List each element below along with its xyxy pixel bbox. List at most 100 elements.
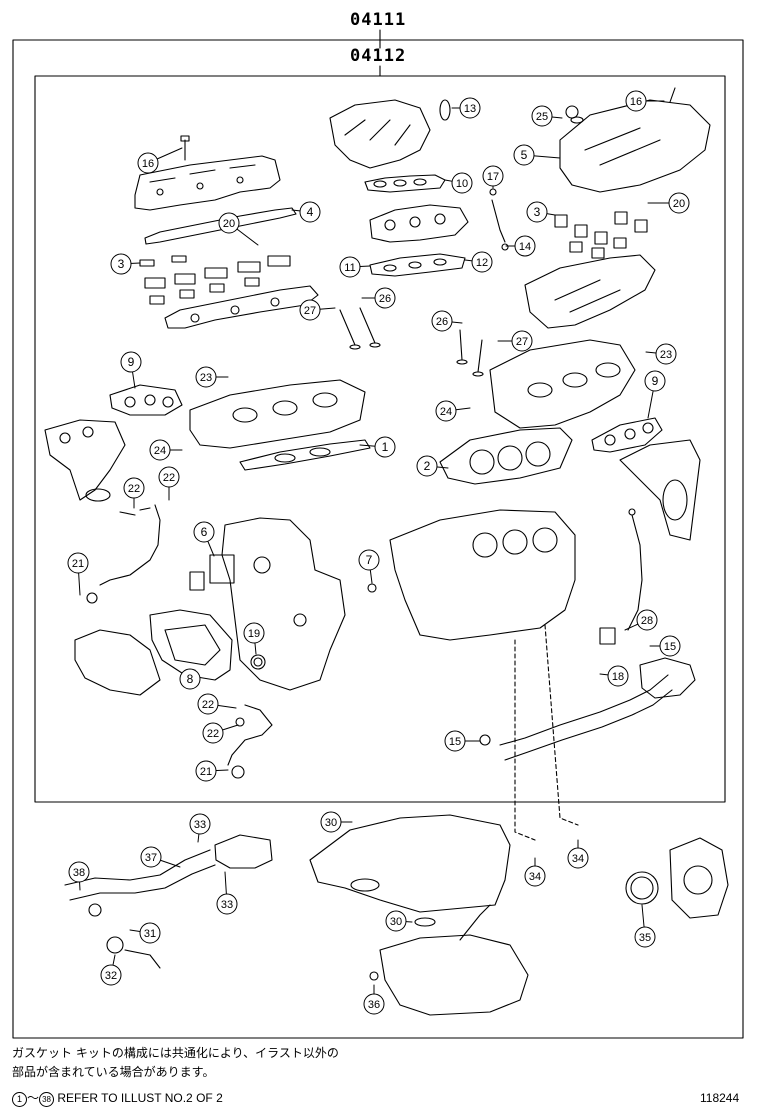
valves-left-bank xyxy=(339,307,381,350)
callout-badge xyxy=(299,299,321,321)
callout-number-c34b: 34 xyxy=(572,853,584,865)
callout-number-c5: 5 xyxy=(521,148,528,162)
callout-badge xyxy=(524,865,546,887)
oil-level-gauge-guide xyxy=(627,508,643,631)
callout-number-c34a: 34 xyxy=(529,871,541,883)
cylinder-head-left xyxy=(189,379,366,449)
gasket-kit-note-line2: 部品が含まれている場合があります。 xyxy=(12,1065,215,1079)
cam-bearing-caps-right xyxy=(554,211,648,259)
outer-kit-frame xyxy=(12,39,744,1039)
callout-badge xyxy=(655,343,677,365)
callout-badge xyxy=(567,847,589,869)
callout-number-c17: 17 xyxy=(487,171,499,183)
callout-number-c6: 6 xyxy=(201,525,208,539)
callout-number-c14: 14 xyxy=(519,241,531,253)
valve-cover-gasket-left xyxy=(144,207,297,245)
callout-badge xyxy=(374,287,396,309)
callout-badge xyxy=(358,549,380,571)
callout-badge xyxy=(435,400,457,422)
callout-badge xyxy=(644,370,666,392)
callout-number-c26b: 26 xyxy=(436,316,448,328)
callout-badge xyxy=(179,668,201,690)
camshaft-housing-left xyxy=(164,285,319,329)
callout-badge xyxy=(68,861,90,883)
oil-level-gauge-o-ring xyxy=(599,627,616,645)
water-outlet-cover xyxy=(214,834,273,869)
water-outlet-pipe xyxy=(479,674,673,761)
callout-number-c28: 28 xyxy=(641,615,653,627)
callout-number-c35: 35 xyxy=(639,932,651,944)
callout-number-c3a: 3 xyxy=(118,257,125,271)
callout-number-c24a: 24 xyxy=(154,445,166,457)
exhaust-manifold-gasket-left xyxy=(109,384,183,416)
oil-filler-cap-gasket xyxy=(570,116,584,124)
timing-cover-gasket xyxy=(149,609,233,681)
crank-front-seal xyxy=(250,654,266,670)
callout-badge xyxy=(416,455,438,477)
callout-badge xyxy=(471,251,493,273)
callout-badge xyxy=(189,813,211,835)
callout-badge xyxy=(218,212,240,234)
callout-number-c9b: 9 xyxy=(652,374,659,388)
callout-number-c26a: 26 xyxy=(379,293,391,305)
callout-number-c22b: 22 xyxy=(163,472,175,484)
water-inlet-gasket xyxy=(189,554,235,591)
callout-badge xyxy=(123,477,145,499)
callout-number-c7: 7 xyxy=(366,553,373,567)
callout-number-c8: 8 xyxy=(187,672,194,686)
callout-number-c37: 37 xyxy=(145,852,157,864)
intake-manifold xyxy=(369,204,469,243)
callout-badge xyxy=(67,552,89,574)
plenum-gasket xyxy=(364,174,446,193)
plenum-o-ring xyxy=(439,99,451,121)
callout-number-c12: 12 xyxy=(476,257,488,269)
callout-badge xyxy=(197,693,219,715)
callout-badge xyxy=(299,201,321,223)
callout-badge xyxy=(511,330,533,352)
spark-plug-tube-gasket-left xyxy=(139,255,187,267)
callout-badge xyxy=(363,993,385,1015)
callout-number-c4: 4 xyxy=(307,205,314,219)
ref-illust-text: REFER TO ILLUST NO.2 OF 2 xyxy=(57,1091,223,1105)
callout-badge xyxy=(513,144,535,166)
callout-badge xyxy=(431,310,453,332)
intake-manifold-gasket xyxy=(369,253,466,277)
callout-badge xyxy=(607,665,629,687)
callout-badge xyxy=(531,105,553,127)
callout-number-c13: 13 xyxy=(464,103,476,115)
rear-oil-seal-retainer xyxy=(669,837,729,919)
catalog-number: 118244 xyxy=(700,1091,740,1105)
callout-number-c36: 36 xyxy=(368,999,380,1011)
callout-number-c33a: 33 xyxy=(194,819,206,831)
cylinder-block xyxy=(389,509,576,641)
oil-strainer-gasket xyxy=(414,917,436,927)
callout-number-c23a: 23 xyxy=(200,372,212,384)
ref-range-start-badge: 1 xyxy=(12,1092,27,1107)
drain-plug-gasket xyxy=(369,971,379,981)
callout-badge xyxy=(374,436,396,458)
valve-cover-bolt-left xyxy=(180,135,190,161)
water-bypass-pipe-left xyxy=(86,504,161,604)
callout-number-c25: 25 xyxy=(536,111,548,123)
water-pump-left xyxy=(74,629,161,696)
callout-number-c15b: 15 xyxy=(664,641,676,653)
callout-badge xyxy=(385,910,407,932)
callout-number-c27a: 27 xyxy=(304,305,316,317)
callout-badge xyxy=(120,351,142,373)
callout-badge xyxy=(668,192,690,214)
callout-number-c16b: 16 xyxy=(630,96,642,108)
callout-number-c38: 38 xyxy=(73,867,85,879)
callout-badge xyxy=(216,893,238,915)
callout-badge xyxy=(139,922,161,944)
callout-number-c16a: 16 xyxy=(142,158,154,170)
exhaust-manifold-left xyxy=(44,419,126,502)
callout-badge xyxy=(634,926,656,948)
callout-number-c20a: 20 xyxy=(223,218,235,230)
callout-badge xyxy=(193,521,215,543)
callout-number-c33b: 33 xyxy=(221,899,233,911)
callout-badge xyxy=(451,172,473,194)
callout-number-c11: 11 xyxy=(344,262,355,274)
cam-bearing-caps-left xyxy=(144,255,291,305)
